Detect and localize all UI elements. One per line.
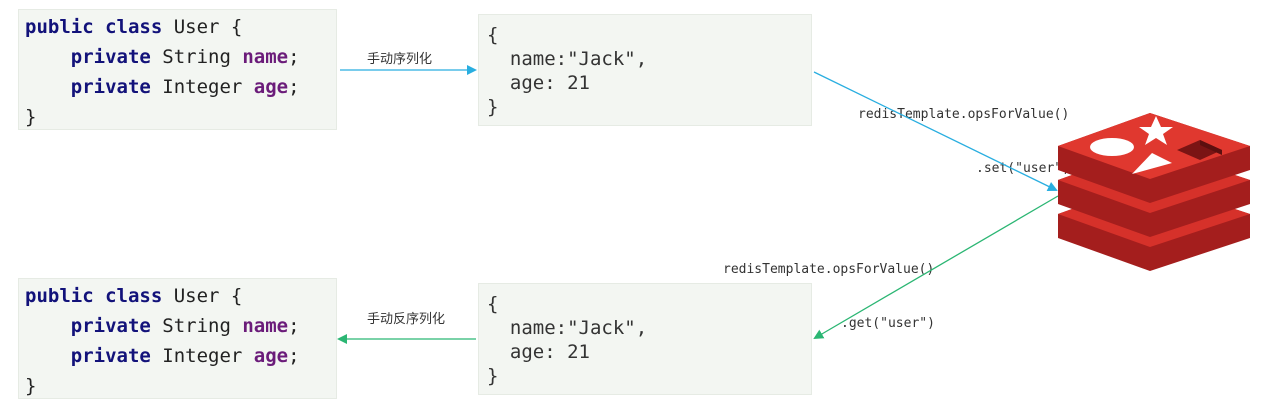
arrow-get bbox=[813, 195, 1059, 340]
class-box-bottom: public class User { private String name;… bbox=[18, 278, 337, 399]
set-api-line1: redisTemplate.opsForValue() bbox=[858, 107, 1070, 122]
json-box-bottom: { name:"Jack", age: 21 } bbox=[478, 283, 812, 395]
serialize-label: 手动序列化 bbox=[367, 52, 433, 67]
deserialize-label: 手动反序列化 bbox=[367, 312, 446, 327]
class-code-top: public class User { private String name;… bbox=[25, 16, 300, 128]
redis-logo-icon bbox=[1058, 113, 1250, 271]
get-api-line1: redisTemplate.opsForValue() bbox=[723, 262, 935, 277]
get-api-text: redisTemplate.opsForValue() .get("user") bbox=[723, 225, 973, 351]
arrow-set bbox=[813, 71, 1058, 191]
json-box-top: { name:"Jack", age: 21 } bbox=[478, 14, 812, 126]
class-code-bottom: public class User { private String name;… bbox=[25, 285, 300, 397]
get-api-line2: .get("user") bbox=[841, 316, 935, 331]
json-code-bottom: { name:"Jack", age: 21 } bbox=[487, 293, 648, 387]
class-box-top: public class User { private String name;… bbox=[18, 9, 337, 130]
json-code-top: { name:"Jack", age: 21 } bbox=[487, 24, 648, 118]
